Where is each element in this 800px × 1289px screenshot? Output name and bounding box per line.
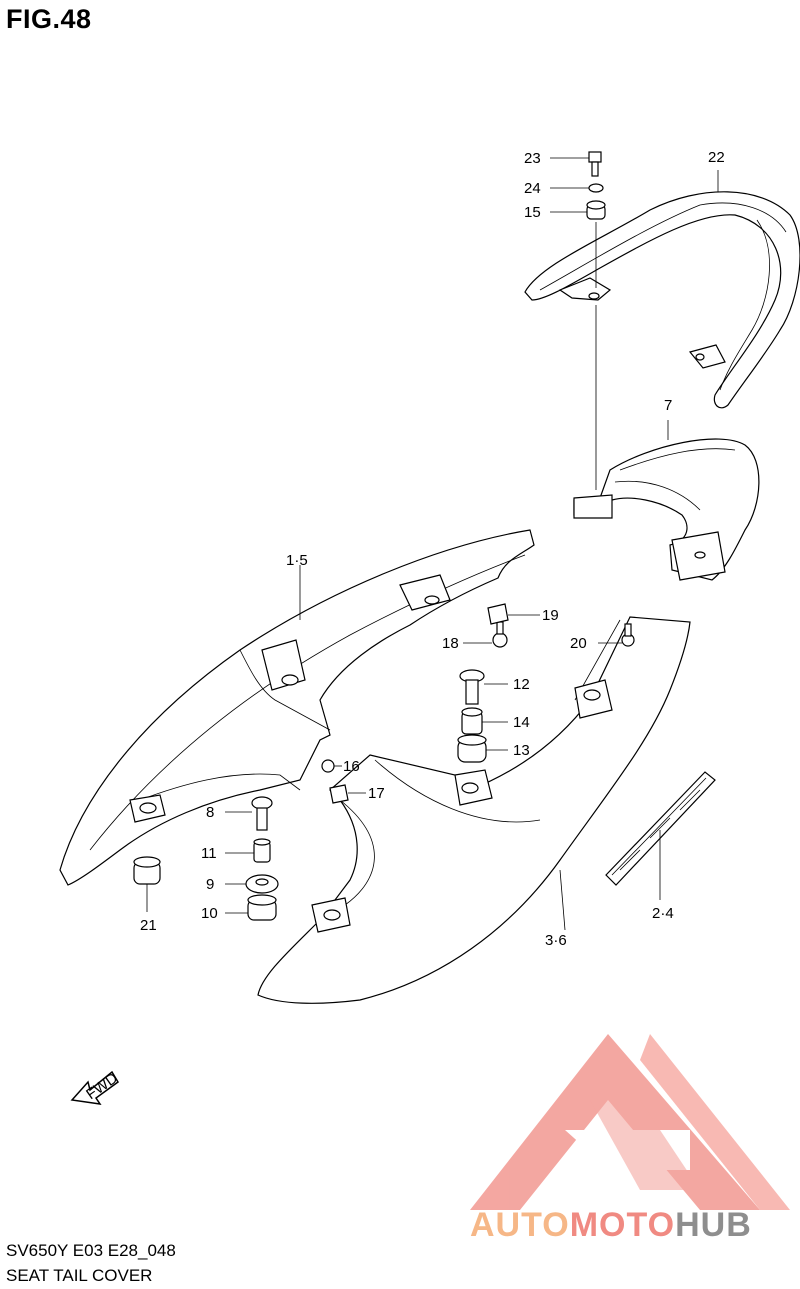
watermark-hub: HUB	[675, 1206, 752, 1244]
callout-2-4: 2·4	[652, 905, 674, 922]
watermark-auto: AUTO	[470, 1206, 570, 1244]
callout-22: 22	[708, 149, 725, 166]
callout-20: 20	[570, 635, 587, 652]
bolt-part-23	[550, 151, 602, 177]
collar-part-14	[461, 707, 508, 735]
grommet-part-21	[133, 856, 161, 912]
callout-17: 17	[368, 785, 385, 802]
right-cover-part-3-6	[257, 616, 691, 1004]
callout-16: 16	[343, 758, 360, 775]
callout-12: 12	[513, 676, 530, 693]
callout-19: 19	[542, 607, 559, 624]
model-code: SV650Y E03 E28_048	[6, 1241, 176, 1260]
grab-rail-part-22	[524, 170, 800, 409]
forward-arrow-icon: FWD	[70, 1069, 121, 1105]
callout-1-5: 1·5	[286, 552, 308, 569]
callout-23: 23	[524, 150, 541, 167]
grommet-part-15	[550, 200, 606, 220]
callout-8: 8	[206, 804, 214, 821]
callout-15: 15	[524, 204, 541, 221]
grommet-part-13	[457, 734, 508, 763]
callout-21: 21	[140, 917, 157, 934]
grommet-part-9	[225, 874, 279, 894]
tail-cover-part-7	[573, 420, 760, 581]
callout-9: 9	[206, 876, 214, 893]
grommet-part-10	[225, 894, 277, 921]
callout-18: 18	[442, 635, 459, 652]
screw-part-18	[463, 621, 508, 648]
clip-part-19	[487, 603, 540, 625]
screw-part-16	[321, 759, 342, 773]
figure-title: FIG.48	[6, 4, 92, 34]
section-name: SEAT TAIL COVER	[6, 1266, 153, 1285]
left-cover-part-1-5	[59, 529, 535, 886]
washer-part-24	[550, 183, 604, 193]
fwd-label: FWD	[83, 1069, 121, 1103]
watermark-moto: MOTO	[569, 1206, 676, 1244]
callout-10: 10	[201, 905, 218, 922]
callout-24: 24	[524, 180, 541, 197]
watermark-text: AUTOMOTOHUB	[470, 1206, 752, 1245]
screw-part-20	[598, 623, 635, 647]
callout-14: 14	[513, 714, 530, 731]
bolt-part-8	[225, 796, 273, 831]
bolt-part-12	[459, 669, 508, 705]
clip-part-17	[329, 784, 366, 804]
callout-3-6: 3·6	[545, 932, 567, 949]
callout-7: 7	[664, 397, 672, 414]
emblem-part-2-4	[605, 771, 716, 900]
callout-13: 13	[513, 742, 530, 759]
watermark-logo	[470, 1034, 790, 1210]
collar-part-11	[225, 838, 271, 863]
callout-11: 11	[201, 845, 217, 862]
